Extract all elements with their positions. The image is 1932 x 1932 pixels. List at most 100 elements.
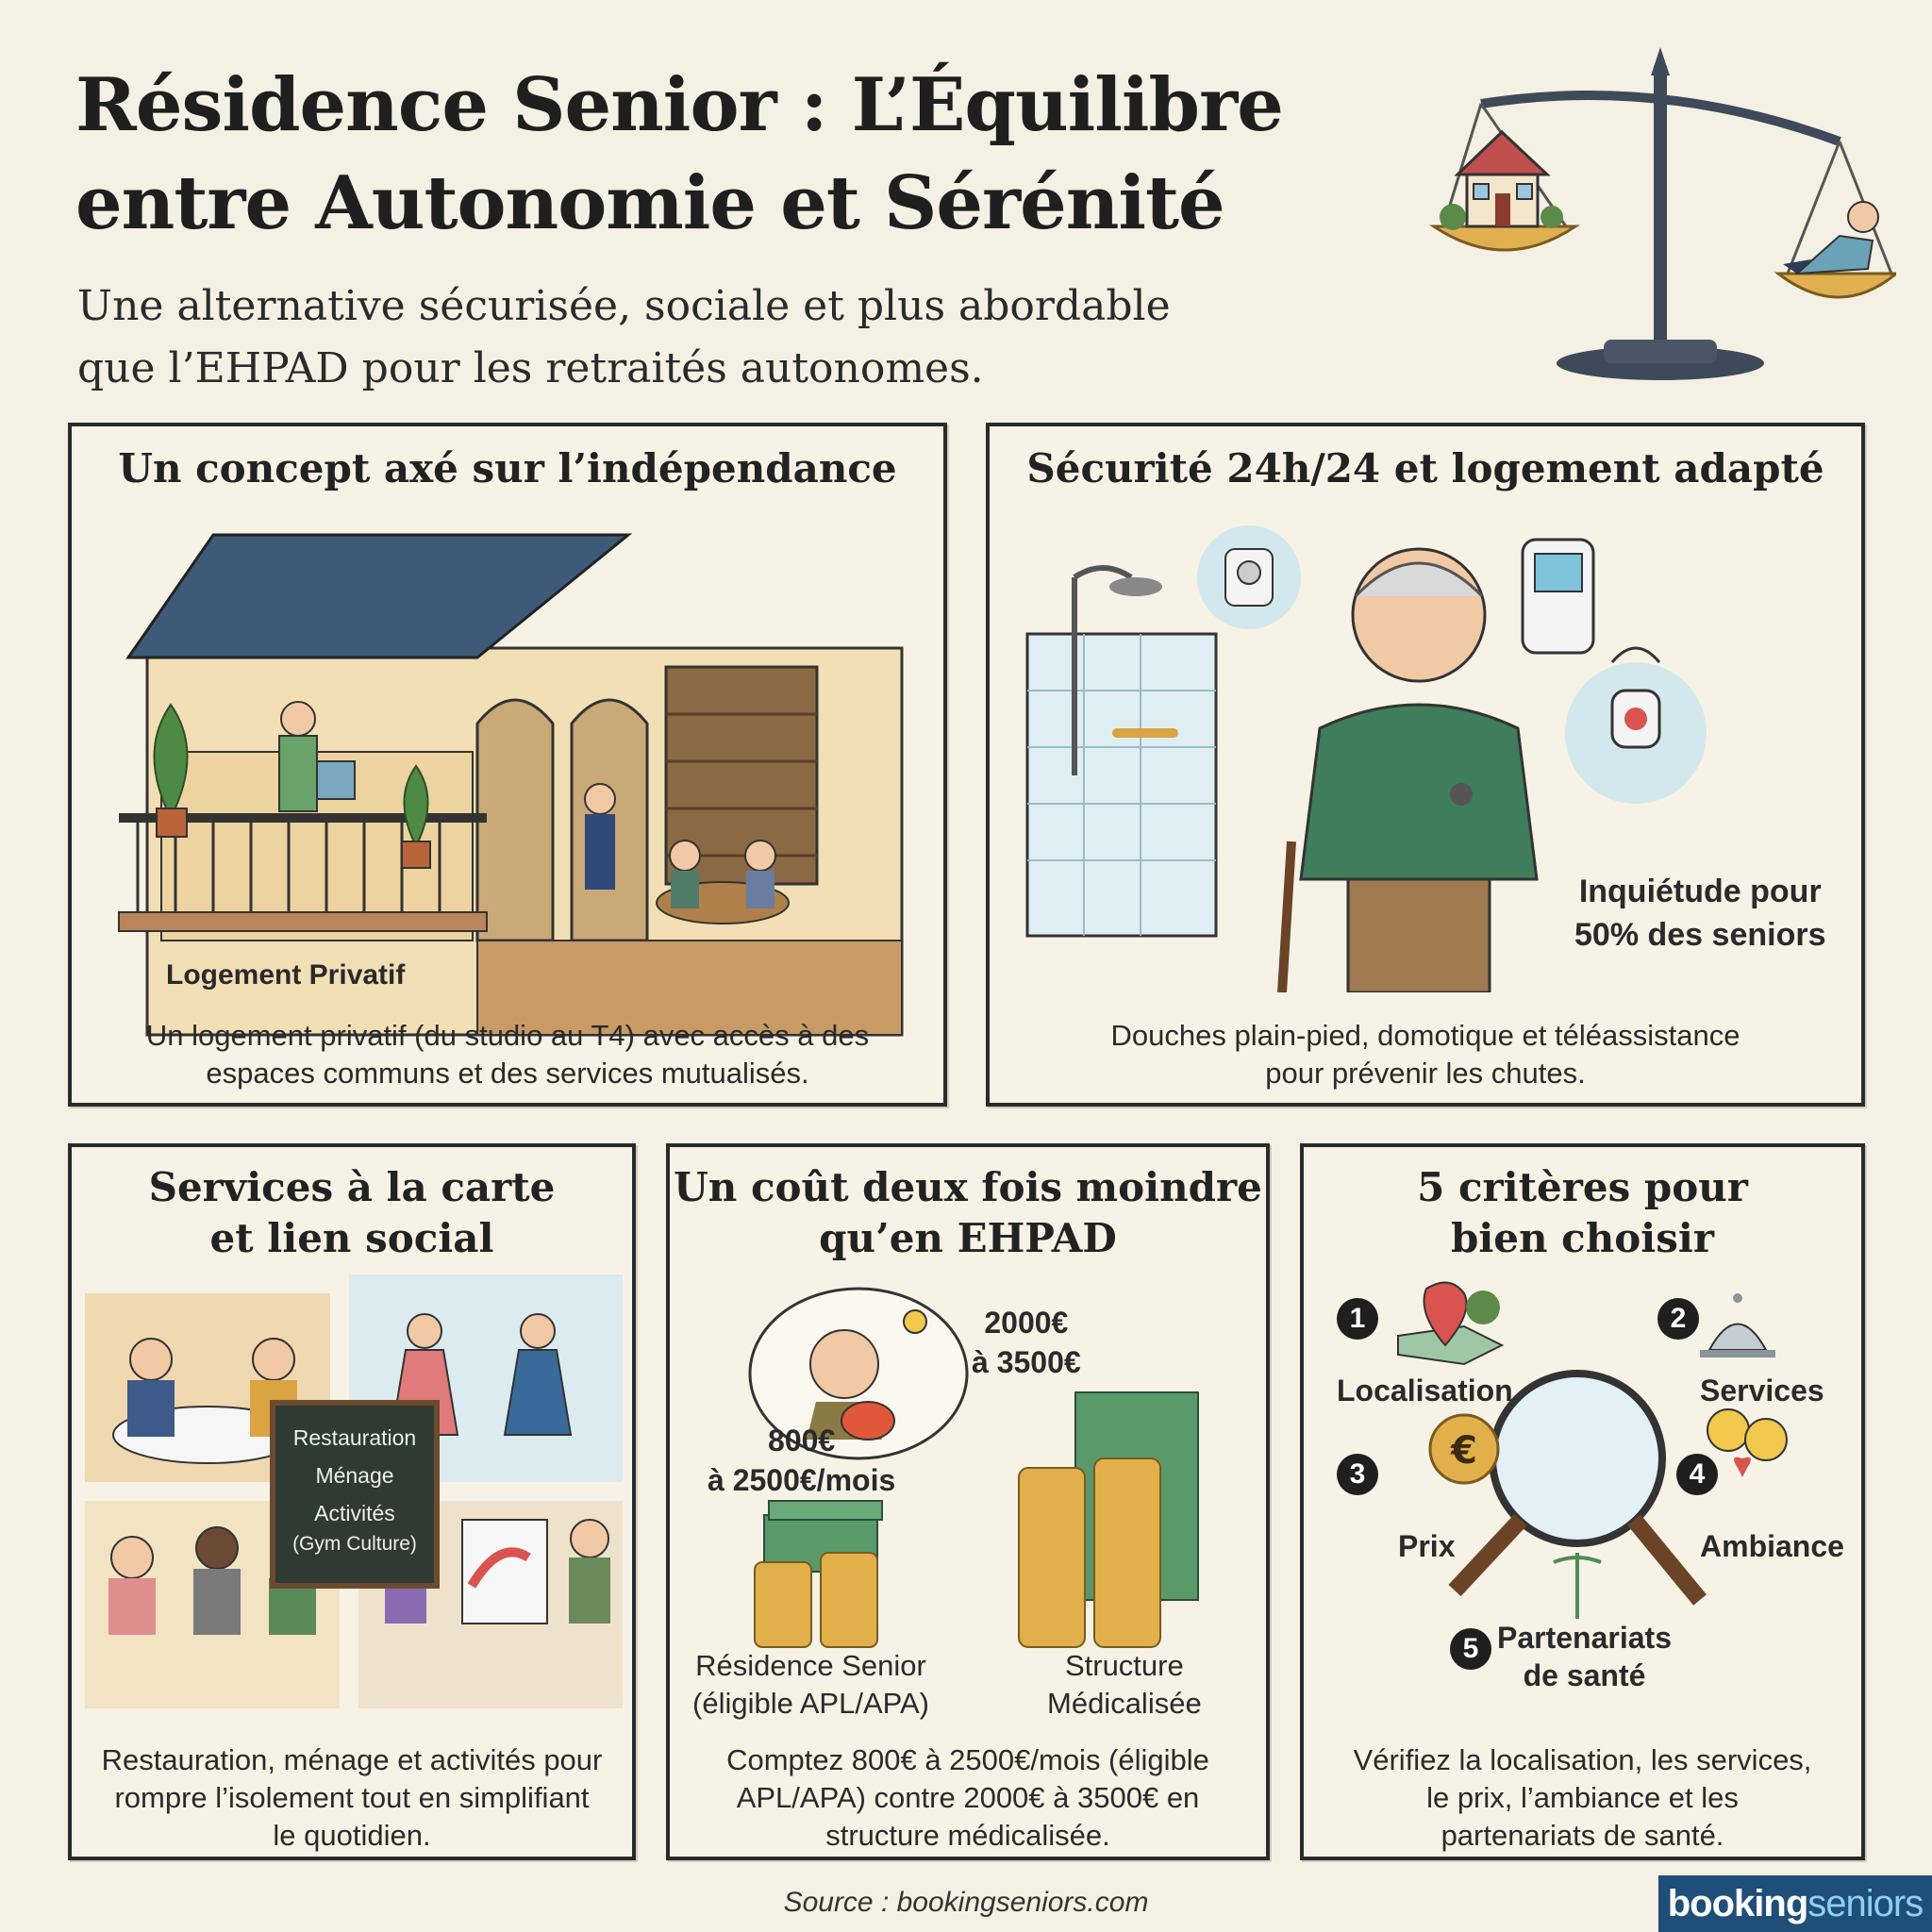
- shower-icon: [1025, 565, 1218, 938]
- criteria-illustration: €: [1397, 1281, 1788, 1619]
- price-line: à 2500€/mois: [708, 1463, 896, 1497]
- alarm-pendant-icon: [1565, 646, 1707, 804]
- price-line: 800€: [768, 1424, 836, 1457]
- criteria-label-localisation: Localisation: [1337, 1374, 1513, 1407]
- logement-privatif-label: Logement Privatif: [166, 959, 406, 991]
- plant-icon: [153, 703, 189, 838]
- panel-independance: Un concept axé sur l’indépendance: [68, 423, 947, 1107]
- residence-price-label: 800€ à 2500€/mois: [708, 1421, 895, 1500]
- service-cloche-icon: [1700, 1293, 1775, 1357]
- house-icon: [1440, 129, 1563, 230]
- body-line: Vérifiez la localisation, les services,: [1353, 1743, 1812, 1776]
- criteria-label-prix: Prix: [1398, 1529, 1456, 1563]
- residence-illustration: [118, 533, 904, 1037]
- criteria-label-services: Services: [1700, 1374, 1824, 1407]
- title-line: qu’en EHPAD: [819, 1215, 1117, 1261]
- page-subtitle: Une alternative sécurisée, sociale et pl…: [77, 275, 1323, 400]
- plant-icon: [401, 764, 431, 869]
- panel-body: Un logement privatif (du studio au T4) a…: [91, 1017, 924, 1092]
- activities-chalkboard: Restauration Ménage Activités (Gym Cultu…: [270, 1400, 440, 1589]
- panel-body: Douches plain-pied, domotique et téléass…: [1008, 1017, 1842, 1092]
- brand-part-2: seniors: [1807, 1882, 1924, 1924]
- label-line: Médicalisée: [1047, 1687, 1202, 1720]
- panel-title: Un concept axé sur l’indépendance: [118, 445, 897, 491]
- structure-medicalisee-label: Structure Médicalisée: [1047, 1647, 1202, 1723]
- panel-body: Vérifiez la localisation, les services, …: [1323, 1741, 1842, 1855]
- thought-bubble-icon: [748, 1287, 969, 1460]
- criteria-label-partenariats: Partenariats de santé: [1497, 1619, 1672, 1694]
- criteria-number: 4: [1676, 1454, 1718, 1495]
- body-line: Comptez 800€ à 2500€/mois (éligible: [726, 1743, 1209, 1776]
- label-line: Structure: [1064, 1649, 1184, 1682]
- residence-senior-label: Résidence Senior (éligible APL/APA): [692, 1647, 929, 1723]
- body-line: le quotidien.: [273, 1819, 431, 1852]
- panel-criteres: 5 critères pour bien choisir €: [1300, 1143, 1865, 1860]
- title-line-1: Résidence Senior : L’Équilibre: [75, 62, 1284, 148]
- title-line: et lien social: [209, 1215, 494, 1261]
- body-line: le prix, l’ambiance et les: [1426, 1781, 1739, 1814]
- criteria-number: 5: [1450, 1628, 1491, 1670]
- panel-cout: Un coût deux fois moindre qu’en EHPAD 20…: [666, 1143, 1270, 1860]
- body-line: structure médicalisée.: [825, 1819, 1110, 1852]
- board-line: Activités: [314, 1501, 395, 1525]
- board-line: (Gym Culture): [292, 1533, 417, 1555]
- label-line: Partenariats: [1497, 1621, 1672, 1655]
- caduceus-icon: [1553, 1553, 1602, 1619]
- panel-title: 5 critères pour bien choisir: [1304, 1162, 1861, 1264]
- page-title: Résidence Senior : L’Équilibre entre Aut…: [75, 57, 1358, 253]
- body-line: Restauration, ménage et activités pour: [101, 1743, 603, 1776]
- title-line: 5 critères pour: [1417, 1164, 1748, 1210]
- subtitle-line-2: que l’EHPAD pour les retraités autonomes…: [77, 344, 984, 392]
- title-line: bien choisir: [1450, 1215, 1714, 1261]
- panel-title: Un coût deux fois moindre qu’en EHPAD: [670, 1162, 1266, 1264]
- euro-coin-icon: €: [1428, 1413, 1500, 1485]
- criteria-number: 2: [1657, 1298, 1699, 1340]
- board-line: Ménage: [315, 1463, 394, 1488]
- ehpad-price-label: 2000€ à 3500€: [972, 1303, 1081, 1382]
- body-line: APL/APA) contre 2000€ à 3500€ en: [736, 1781, 1200, 1814]
- subtitle-line-1: Une alternative sécurisée, sociale et pl…: [77, 282, 1171, 330]
- panel-body: Comptez 800€ à 2500€/mois (éligible APL/…: [689, 1741, 1247, 1855]
- label-line: de santé: [1523, 1658, 1646, 1692]
- panel-securite: Sécurité 24h/24 et logement adapté: [986, 423, 1865, 1107]
- phone-device-icon: [1521, 538, 1595, 655]
- price-line: 2000€: [984, 1306, 1069, 1340]
- criteria-number: 1: [1337, 1298, 1378, 1340]
- source-credit: Source : bookingseniors.com: [783, 1887, 1149, 1918]
- coin-stack-icon: [1018, 1457, 1161, 1648]
- panel-services: Services à la carte et lien social Resta…: [68, 1143, 636, 1860]
- sensor-device-icon: [1197, 525, 1301, 629]
- body-line: Un logement privatif (du studio au T4) a…: [145, 1019, 870, 1052]
- stat-line: Inquiétude pour: [1578, 874, 1822, 909]
- magnifier-icon: [1448, 1370, 1707, 1606]
- body-line: partenariats de santé.: [1441, 1819, 1724, 1852]
- label-line: (éligible APL/APA): [692, 1687, 929, 1720]
- relaxing-senior-icon: [1783, 201, 1879, 275]
- body-line: espaces communs et des services mutualis…: [206, 1057, 809, 1090]
- smiley-icon: [1707, 1408, 1788, 1477]
- criteria-number: 3: [1337, 1454, 1378, 1495]
- map-pin-icon: [1397, 1281, 1505, 1366]
- title-line-2: entre Autonomie et Sérénité: [75, 160, 1225, 246]
- security-illustration: [1025, 525, 1707, 992]
- stat-label: Inquiétude pour 50% des seniors: [1574, 870, 1825, 957]
- panel-title: Sécurité 24h/24 et logement adapté: [1026, 445, 1824, 491]
- cost-illustration: [748, 1287, 1199, 1648]
- panel-title: Services à la carte et lien social: [72, 1162, 632, 1264]
- stat-line: 50% des seniors: [1574, 917, 1826, 953]
- balance-scale-illustration: [1429, 47, 1896, 380]
- panel-body: Restauration, ménage et activités pour r…: [91, 1741, 613, 1855]
- brand-part-1: booking: [1667, 1882, 1809, 1924]
- senior-man-illustration: [1277, 547, 1539, 992]
- body-line: pour prévenir les chutes.: [1265, 1057, 1586, 1090]
- title-line: Un coût deux fois moindre: [674, 1164, 1262, 1210]
- label-line: Résidence Senior: [695, 1649, 926, 1682]
- coin-stack-icon: [754, 1552, 878, 1648]
- board-line: Restauration: [292, 1425, 417, 1450]
- price-line: à 3500€: [972, 1345, 1081, 1379]
- criteria-label-ambiance: Ambiance: [1700, 1529, 1844, 1563]
- title-line: Services à la carte: [148, 1164, 556, 1210]
- body-line: Douches plain-pied, domotique et téléass…: [1110, 1019, 1740, 1052]
- body-line: rompre l’isolement tout en simplifiant: [114, 1781, 590, 1814]
